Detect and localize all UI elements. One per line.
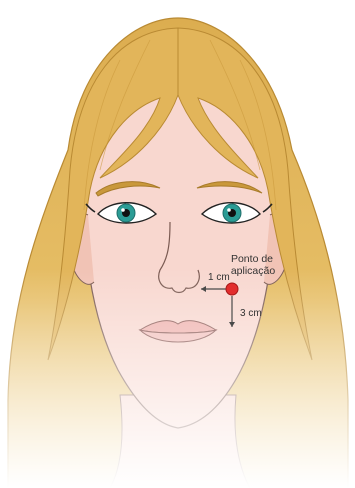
horizontal-distance-label: 1 cm: [208, 272, 230, 283]
injection-point-marker: [226, 283, 238, 295]
vertical-distance-label: 3 cm: [240, 308, 262, 319]
point-label-line1: Ponto de: [231, 253, 273, 265]
point-label-line2: aplicação: [231, 265, 276, 277]
